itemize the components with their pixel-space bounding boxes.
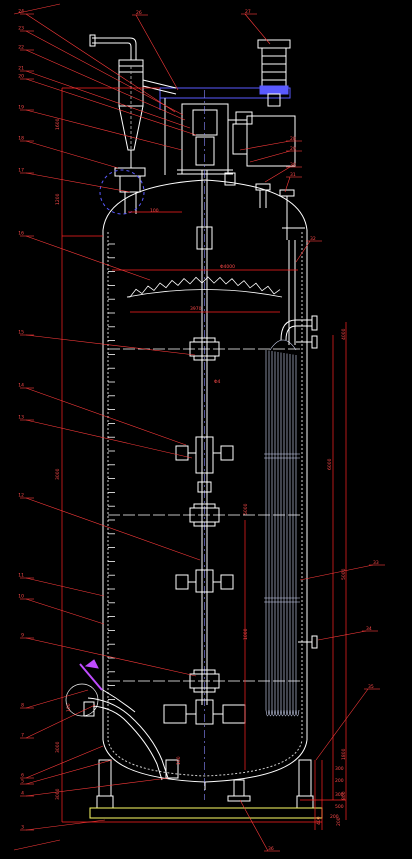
callout-5: 5 [21,779,24,785]
valve-handle [84,659,99,669]
dimension-label: 400 [316,816,322,825]
callout-26: 26 [136,10,142,16]
dimension-label: 3000 [55,741,61,753]
impeller-middle [175,569,234,593]
dimension-label: 1800 [341,748,347,760]
dimension-label: 200 [336,817,342,826]
callout-36: 36 [268,846,274,852]
bottom-outlet [165,759,251,802]
coil-piping [280,227,318,649]
callout-35: 35 [368,684,374,690]
callout-4: 4 [21,791,24,797]
agitator-motor [257,39,291,107]
dimension-label: 3000 [55,468,61,480]
callout-24: 24 [18,9,24,15]
dimension-label: 100 [66,703,72,712]
callout-33: 33 [373,560,379,566]
callout-28: 28 [290,136,296,142]
level-gauge-marks [108,243,115,700]
callout-15: 15 [18,330,24,336]
dimension-label: 1600 [55,118,61,130]
callout-18: 18 [18,136,24,142]
drive-beam [159,87,291,99]
impeller-upper [175,436,234,493]
dimension-label: 3970 [190,306,202,312]
sparger-ring [126,276,283,298]
dimension-label: 5000 [341,568,347,580]
callout-12: 12 [18,493,24,499]
dimension-label: 6000 [327,458,333,470]
callout-17: 17 [18,168,24,174]
dimension-label: 300 [335,766,344,772]
top-left-nozzle [99,167,146,215]
dimension-label: 500 [335,804,344,810]
callout-10: 10 [18,594,24,600]
callout-3: 3 [21,825,24,831]
callout-14: 14 [18,383,24,389]
dimension-label: 100 [150,208,159,214]
dimension-label: 5000 [243,503,249,515]
internal-supports [108,348,302,682]
callout-11: 11 [18,573,24,579]
callout-27: 27 [245,9,251,15]
gearbox [192,109,218,136]
callout-9: 9 [21,633,24,639]
callouts-left: 24 23 22 21 20 19 18 17 16 15 14 13 12 11 10 9 8 7 65 4 3 [18,9,24,831]
callout-32: 32 [310,236,316,242]
dimension-label: 3000 [55,788,61,800]
support-legs [89,759,323,819]
base-plate [89,807,323,819]
cyclone-separator [89,34,177,168]
callout-23: 23 [18,26,24,32]
dimension-label: Φ4 [214,379,221,385]
callout-31: 31 [290,172,296,178]
callout-29: 29 [290,146,296,152]
callout-7: 7 [21,733,24,739]
agitator-shaft [189,90,220,800]
dimension-label: 100 [176,756,182,765]
motor-base [259,85,289,95]
callouts-right: 26 27 28 29 30 31 32 33 34 35 36 [136,9,379,852]
callout-34: 34 [366,626,372,632]
callout-6: 6 [21,773,24,779]
callout-22: 22 [18,45,24,51]
dimension-label: 200 [330,814,339,820]
callout-13: 13 [18,415,24,421]
dimension-label: 300 [335,792,344,798]
top-right-nozzles [224,172,295,240]
callout-21: 21 [18,66,24,72]
callout-20: 20 [18,74,24,80]
dimension-label: 800 [341,791,347,800]
drive-assembly [159,87,296,175]
callout-19: 19 [18,105,24,111]
dimension-label: Φ4000 [220,264,235,270]
dimension-label: 1000 [243,628,249,640]
bottom-feed-pipe [65,659,169,781]
dimension-label: 1200 [55,193,61,205]
shaft-bearing-top [196,226,213,250]
callout-8: 8 [21,703,24,709]
dimension-label: 200 [335,778,344,784]
top-head [102,179,308,231]
dimension-lines [61,87,347,830]
cooling-coil-bundle [264,339,300,717]
callout-16: 16 [18,231,24,237]
leader-lines [13,3,385,852]
motor-frame [181,103,229,175]
callout-30: 30 [290,162,296,168]
dimension-label: 4000 [341,328,347,340]
coupling-box [195,136,215,166]
